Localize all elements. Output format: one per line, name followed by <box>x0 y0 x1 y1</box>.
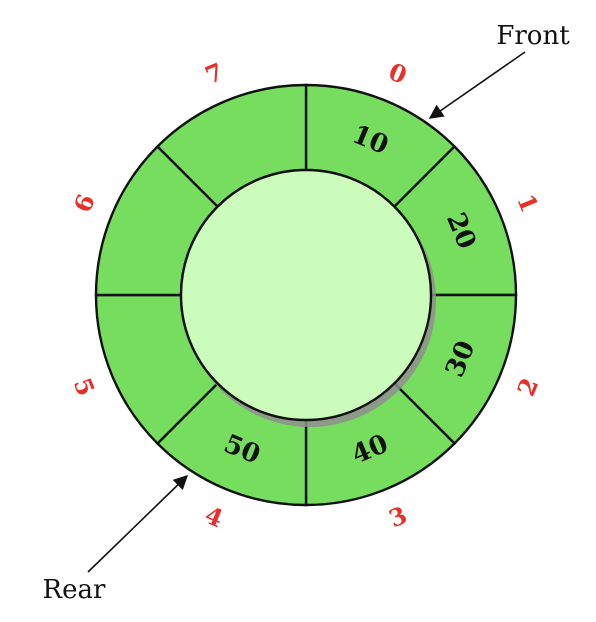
front-pointer-arrow <box>428 51 526 119</box>
queue-center <box>179 168 436 427</box>
slot-index-7: 7 <box>201 57 228 90</box>
slot-index-1: 1 <box>511 190 544 217</box>
slot-index-4: 4 <box>201 500 228 533</box>
slot-index-5: 5 <box>68 374 101 401</box>
rear-pointer-arrow <box>87 474 189 573</box>
slot-index-6: 6 <box>68 190 101 217</box>
rear-pointer-label: Rear <box>43 575 106 605</box>
front-pointer-label: Front <box>496 21 570 51</box>
center-circle <box>179 168 433 422</box>
queue-ring <box>94 83 518 507</box>
slot-index-2: 2 <box>511 374 544 401</box>
slot-index-3: 3 <box>385 500 412 533</box>
queue-pointers: Front Rear <box>43 21 571 605</box>
slot-index-0: 0 <box>385 57 412 90</box>
